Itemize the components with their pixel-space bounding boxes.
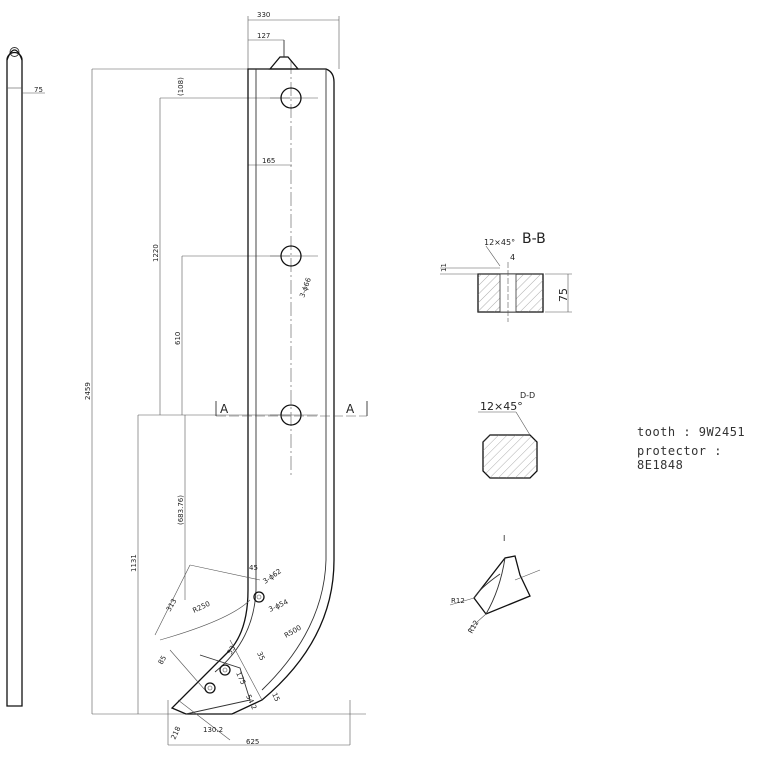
section-dd-chamfer-leader — [515, 411, 531, 436]
dim-108: (108) — [177, 77, 185, 96]
section-bb: B-B 12×45° 4 11 75 — [440, 231, 572, 322]
section-bb-title: B-B — [522, 231, 546, 247]
dim-54: 54.2 — [244, 693, 258, 711]
dim-2459: 2459 — [84, 382, 92, 400]
detail-i-fillet-edge — [473, 573, 501, 599]
dim-330: 330 — [257, 11, 270, 19]
side-view-top-eye — [6, 49, 23, 61]
section-bb-offset: 11 — [440, 263, 448, 272]
detail-i-r12b-leader — [467, 613, 487, 631]
tooth-protector — [185, 654, 251, 715]
dim-683: (683.76) — [177, 495, 185, 525]
detail-i-inner-edge — [485, 557, 506, 615]
dim-610: 610 — [174, 332, 182, 345]
dim-hole-62: 3-ϕ62 — [262, 567, 283, 585]
section-dd-hatch — [483, 435, 537, 478]
dim-hole-54: 3-ϕ54 — [267, 598, 289, 614]
detail-i-ext-line — [514, 569, 541, 581]
section-bb-depth: 4 — [510, 253, 515, 262]
detail-i: I R12 R12 — [449, 534, 541, 635]
tooth-hole-2-inner — [222, 667, 228, 673]
dim-53: 53 — [226, 644, 237, 656]
dim-313-ext — [189, 564, 261, 581]
detail-i-r12b: R12 — [467, 619, 481, 635]
side-view-outline — [6, 51, 23, 707]
tooth-hole-1-inner — [256, 594, 262, 600]
r250-arc — [159, 599, 251, 641]
side-view-width-label: 75 — [34, 86, 43, 94]
side-view-pin-hole — [9, 47, 20, 57]
shank-outline — [170, 68, 335, 715]
shank-inner-edge — [214, 69, 257, 673]
main-view: 330 127 165 (108) 1220 610 2459 (683.76)… — [84, 11, 368, 746]
detail-i-r12a: R12 — [451, 597, 465, 605]
section-bb-chamfer: 12×45° — [484, 238, 515, 247]
dim-1131: 1131 — [130, 554, 138, 572]
section-a-right-label: A — [346, 402, 355, 416]
tooth-spec: tooth : 9W2451 — [637, 425, 746, 439]
section-dd-title: D-D — [520, 391, 535, 400]
dim-313-line — [154, 564, 191, 636]
dim-218: 218 — [170, 725, 183, 741]
dim-15: 15 — [270, 691, 281, 702]
mount-hole-1 — [280, 87, 302, 109]
section-dd: D-D 12×45° — [478, 391, 538, 479]
dim-85-line — [169, 649, 206, 691]
dim-85: 85 — [157, 654, 168, 666]
dim-165: 165 — [262, 157, 275, 165]
dim-127: 127 — [257, 32, 270, 40]
dim-r500: R500 — [283, 624, 303, 640]
section-bb-chamfer-leader — [485, 245, 501, 267]
side-view: 75 — [6, 47, 45, 707]
detail-i-outline — [473, 555, 531, 615]
dim-130: 130.2 — [203, 726, 223, 734]
top-lug — [268, 56, 300, 70]
detail-i-title: I — [503, 534, 505, 543]
dim-1220: 1220 — [152, 244, 160, 262]
dim-313: 313 — [165, 597, 179, 613]
dim-r250: R250 — [191, 600, 211, 615]
section-bb-thickness: 75 — [557, 288, 570, 302]
dim-35: 35 — [255, 650, 266, 661]
tooth-hole-3 — [204, 682, 216, 694]
section-a-left-label: A — [220, 402, 229, 416]
dim-45: 45 — [249, 564, 258, 572]
dim-53-line — [229, 639, 263, 701]
detail-i-r12a-leader — [449, 597, 475, 606]
section-dd-chamfer: 12×45° — [480, 400, 523, 413]
mount-hole-3 — [280, 404, 302, 426]
dim-625: 625 — [246, 738, 259, 746]
shank-back-edge — [261, 69, 327, 691]
dim-218-line — [177, 699, 231, 741]
tooth-hole-1 — [253, 591, 265, 603]
protector-spec: protector : 8E1848 — [637, 444, 722, 472]
mount-hole-2 — [280, 245, 302, 267]
dim-hole-66: 3-ϕ66 — [298, 276, 313, 299]
tooth-hole-3-inner — [207, 685, 213, 691]
tooth-hole-2 — [219, 664, 231, 676]
